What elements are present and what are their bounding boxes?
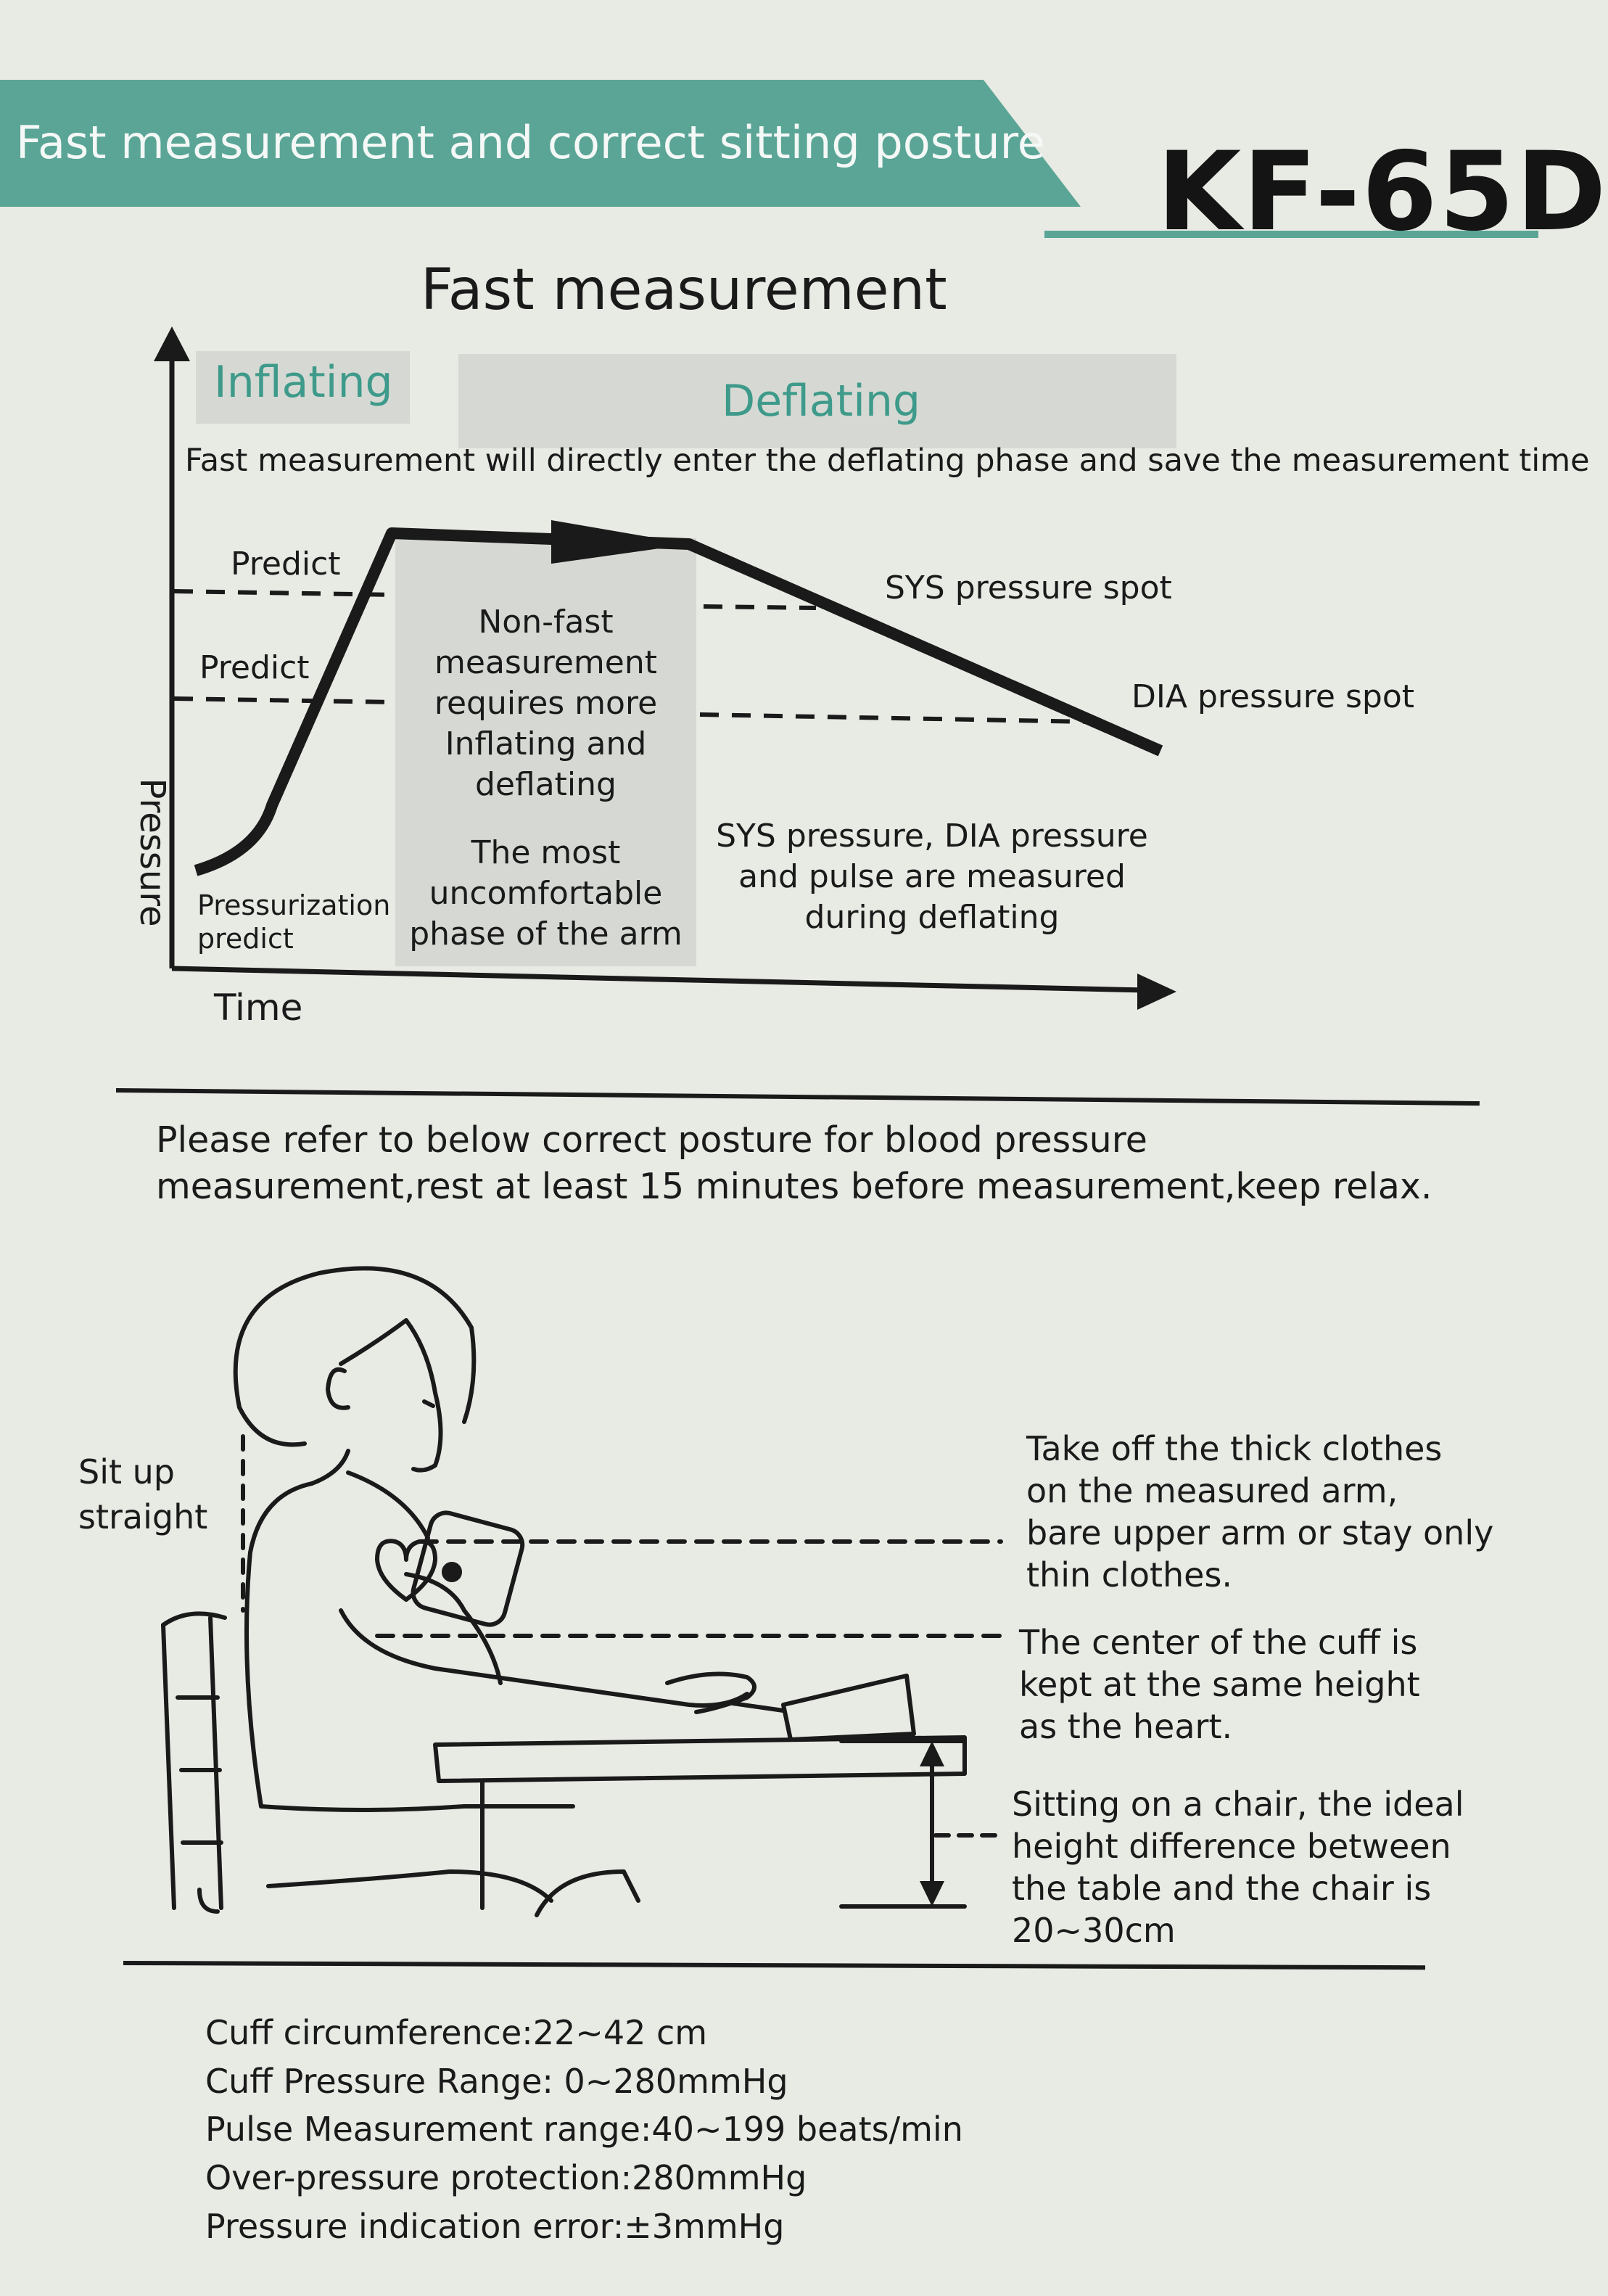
- spec-pressure-error: Pressure indication error:±3mmHg: [205, 2207, 785, 2246]
- hair-bottom: [237, 1405, 307, 1447]
- predict-lower-dash: [173, 696, 396, 704]
- spec-cuff-circumference: Cuff circumference:22~42 cm: [205, 2013, 708, 2052]
- thigh-top: [259, 1804, 575, 1812]
- sys-dash: [703, 604, 817, 610]
- table-top: [433, 1735, 967, 1783]
- ear: [326, 1367, 350, 1410]
- clothes-note: Take off the thick clothes on the measur…: [1026, 1429, 1494, 1595]
- inflating-phase-box: [196, 351, 410, 424]
- heart-shape: [375, 1539, 437, 1602]
- chair-foot: [197, 1888, 220, 1914]
- dia-spot-label: DIA pressure spot: [1131, 678, 1415, 715]
- hair-outline: [233, 1266, 477, 1424]
- sys-spot-label: SYS pressure spot: [885, 569, 1172, 606]
- forearm-top: [339, 1608, 749, 1708]
- back-outline: [244, 1481, 314, 1809]
- chest-line: [346, 1470, 430, 1540]
- posture-illustration: [161, 1266, 1003, 1917]
- fast-description: Fast measurement will directly enter the…: [185, 443, 1590, 479]
- chair-back-post-2: [208, 1616, 223, 1910]
- bp-monitor-device: [781, 1674, 916, 1742]
- predict-upper-dash: [173, 589, 396, 597]
- pressurization-predict-label: Pressurization predict: [197, 889, 391, 955]
- spec-cuff-pressure-range: Cuff Pressure Range: 0~280mmHg: [205, 2062, 788, 2101]
- curve-arrowhead: [551, 520, 690, 564]
- sit-up-straight-label: Sit up straight: [78, 1452, 208, 1536]
- table-chair-height-note: Sitting on a chair, the ideal height dif…: [1012, 1785, 1464, 1950]
- posture-intro: Please refer to below correct posture fo…: [156, 1119, 1432, 1207]
- section-divider-top: [115, 1088, 1480, 1106]
- dia-dash: [699, 712, 1092, 724]
- fast-measurement-title: Fast measurement: [421, 258, 947, 323]
- deflating-label: Deflating: [722, 376, 920, 427]
- header-title: Fast measurement and correct sitting pos…: [16, 116, 1045, 169]
- chair-back-post: [161, 1623, 176, 1910]
- non-fast-phase-box: [395, 538, 696, 966]
- section-divider-bottom: [123, 1961, 1425, 1970]
- spec-pulse-range: Pulse Measurement range:40~199 beats/min: [205, 2110, 963, 2149]
- predict-upper-label: Predict: [231, 546, 341, 583]
- non-fast-note: Non-fast measurement requires more Infla…: [434, 604, 658, 803]
- neck: [310, 1449, 350, 1486]
- uncomfortable-note: The most uncomfortable phase of the arm: [409, 834, 683, 952]
- hand: [665, 1671, 756, 1714]
- cuff-outline: [411, 1510, 525, 1627]
- inflating-label: Inflating: [214, 357, 393, 408]
- spec-over-pressure: Over-pressure protection:280mmHg: [205, 2158, 807, 2197]
- chair-top-rail: [161, 1611, 227, 1627]
- fringe: [339, 1318, 437, 1395]
- measured-during-deflating-note: SYS pressure, DIA pressure and pulse are…: [716, 818, 1148, 936]
- header-accent-line: [1044, 231, 1538, 238]
- height-arrow-up: [920, 1741, 944, 1766]
- pressure-time-graph: [154, 326, 1176, 1010]
- y-axis-arrow: [154, 326, 190, 361]
- y-axis-label: Pressure: [132, 778, 173, 927]
- device-tube: [730, 1701, 786, 1713]
- x-axis-line: [171, 966, 1147, 993]
- cuff-center-dot: [442, 1562, 462, 1582]
- height-arrow-down: [920, 1881, 944, 1906]
- predict-lower-label: Predict: [199, 649, 310, 686]
- face-profile: [411, 1391, 443, 1473]
- x-axis-label: Time: [214, 987, 303, 1029]
- eye: [422, 1399, 435, 1408]
- deflating-phase-box: [458, 354, 1176, 448]
- model-number: KF-65D: [1157, 129, 1608, 255]
- header-band: [0, 80, 1081, 207]
- chair-slats: [176, 1695, 223, 1845]
- pressure-curve: [194, 527, 1163, 876]
- x-axis-arrow: [1137, 974, 1176, 1010]
- upper-arm: [404, 1572, 503, 1685]
- knee: [535, 1869, 640, 1917]
- thigh-bottom: [266, 1869, 553, 1903]
- cuff-height-note: The center of the cuff is kept at the sa…: [1019, 1623, 1420, 1746]
